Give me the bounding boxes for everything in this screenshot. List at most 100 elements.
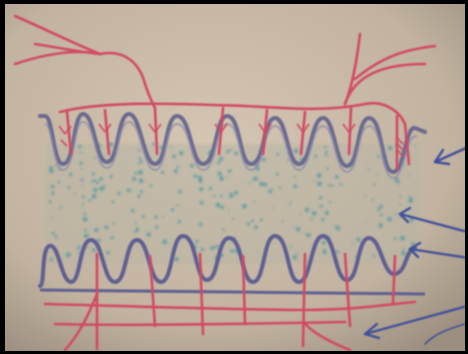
speckle-dot <box>292 255 297 260</box>
speckle-dot <box>117 192 121 196</box>
speckle-dot <box>326 167 329 170</box>
speckle-dot <box>66 252 71 257</box>
speckle-dot <box>410 221 412 223</box>
speckle-dot <box>80 168 82 170</box>
speckle-dot <box>67 186 70 189</box>
speckle-dot <box>260 218 263 221</box>
speckle-dot <box>81 178 84 181</box>
speckle-dot <box>178 220 182 224</box>
speckle-dot <box>220 205 224 209</box>
speckle-dot <box>134 172 137 175</box>
speckle-dot <box>400 236 405 241</box>
speckle-dot <box>174 257 179 262</box>
speckle-dot <box>335 175 339 179</box>
speckle-dot <box>143 216 145 218</box>
speckle-dot <box>82 217 87 222</box>
speckle-dot <box>339 183 342 186</box>
speckle-dot <box>199 187 203 191</box>
speckle-dot <box>88 199 91 202</box>
speckle-dot <box>201 248 205 252</box>
speckle-dot <box>251 220 254 223</box>
speckle-dot <box>161 171 164 174</box>
speckle-dot <box>327 184 330 187</box>
speckle-dot <box>300 213 302 215</box>
speckle-dot <box>217 161 220 164</box>
speckle-dot <box>218 172 222 176</box>
speckle-dot <box>174 169 178 173</box>
speckle-dot <box>79 151 81 153</box>
speckle-dot <box>199 222 203 226</box>
speckle-dot <box>381 206 383 208</box>
speckle-dot <box>272 188 274 190</box>
speckle-dot <box>317 173 322 178</box>
speckle-dot <box>317 181 322 186</box>
speckle-dot <box>190 164 194 168</box>
speckle-dot <box>179 151 184 156</box>
speckle-dot <box>69 173 72 176</box>
speckle-dot <box>177 204 179 206</box>
speckle-dot <box>194 242 196 244</box>
speckle-dot <box>377 155 380 158</box>
speckle-dot <box>395 213 397 215</box>
speckle-dot <box>198 179 203 184</box>
speckle-dot <box>219 157 223 161</box>
speckle-dot <box>305 233 307 235</box>
speckle-dot <box>51 185 55 189</box>
speckle-dot <box>96 181 99 184</box>
drawing-canvas <box>5 4 465 351</box>
speckle-dot <box>230 249 234 253</box>
speckle-dot <box>52 232 55 235</box>
speckle-dot <box>293 184 297 188</box>
speckle-dot <box>84 233 89 238</box>
speckle-dot <box>131 209 135 213</box>
speckle-dot <box>230 195 234 199</box>
speckle-dot <box>140 190 143 193</box>
speckle-dot <box>93 188 98 193</box>
speckle-dot <box>222 228 225 231</box>
speckle-dot <box>322 249 326 253</box>
speckle-dot <box>216 203 221 208</box>
speckle-dot <box>83 202 85 204</box>
speckle-dot <box>92 194 97 199</box>
speckle-dot <box>137 163 139 165</box>
speckle-dot <box>310 218 313 221</box>
speckle-dot <box>50 258 54 262</box>
speckle-dot <box>336 250 340 254</box>
speckle-dot <box>314 155 317 158</box>
speckle-dot <box>213 195 216 198</box>
speckle-dot <box>394 237 397 240</box>
speckle-dot <box>94 228 99 233</box>
speckle-dot <box>138 149 141 152</box>
speckle-dot <box>228 209 230 211</box>
speckle-dot <box>408 174 410 176</box>
speckle-dot <box>290 245 292 247</box>
speckle-dot <box>325 150 328 153</box>
speckle-dot <box>85 229 88 232</box>
speckle-dot <box>273 207 275 209</box>
speckle-dot <box>253 200 255 202</box>
speckle-dot <box>193 174 197 178</box>
speckle-dot <box>78 145 82 149</box>
speckle-dot <box>230 192 232 194</box>
speckle-dot <box>134 230 137 233</box>
speckle-dot <box>307 259 309 261</box>
speckle-dot <box>57 181 60 184</box>
speckle-dot <box>279 186 282 189</box>
speckle-dot <box>324 146 327 149</box>
speckle-dot <box>99 177 103 181</box>
speckle-dot <box>170 146 172 148</box>
speckle-dot <box>234 191 238 195</box>
speckle-dot <box>376 174 378 176</box>
speckle-dot <box>55 237 57 239</box>
speckle-dot <box>377 208 380 211</box>
speckle-dot <box>368 169 370 171</box>
speckle-dot <box>171 208 175 212</box>
speckle-dot <box>276 153 279 156</box>
speckle-dot <box>259 182 264 187</box>
speckle-dot <box>352 242 354 244</box>
speckle-dot <box>90 182 92 184</box>
speckle-dot <box>50 216 52 218</box>
speckle-dot <box>155 225 159 229</box>
speckle-dot <box>325 154 328 157</box>
speckle-dot <box>331 184 334 187</box>
